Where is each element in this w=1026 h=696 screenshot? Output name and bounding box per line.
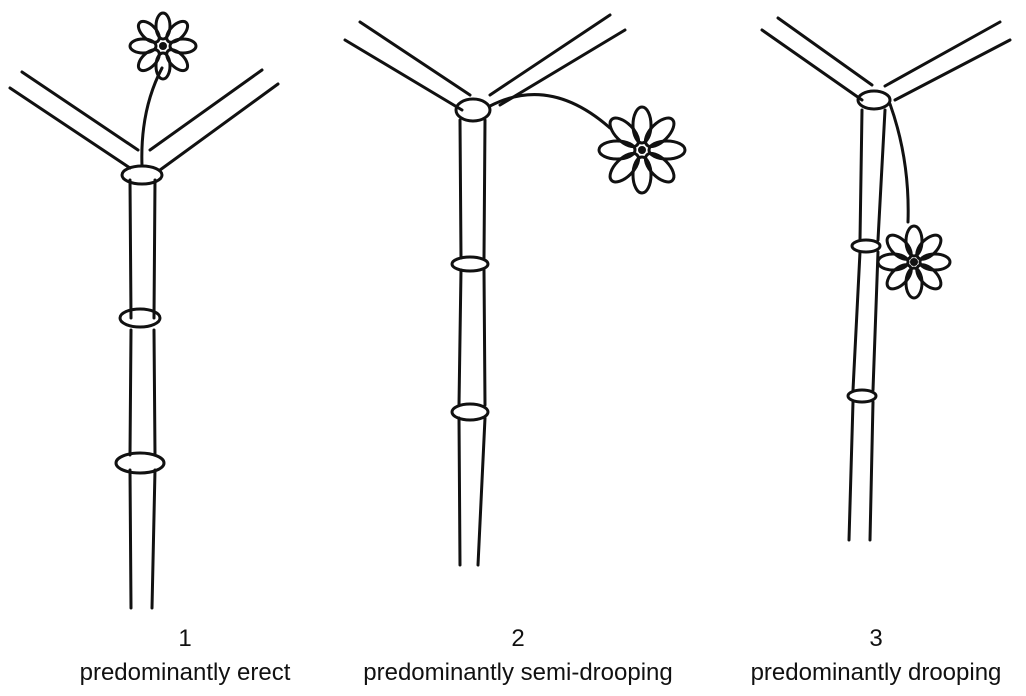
stem-drawing-2-semi-drooping — [345, 15, 685, 565]
option-label: predominantly erect — [15, 656, 355, 690]
caption-option-1: 1 predominantly erect — [15, 622, 355, 690]
flower-3 — [878, 226, 950, 298]
caption-option-2: 2 predominantly semi-drooping — [348, 622, 688, 690]
option-number: 2 — [348, 622, 688, 656]
option-number: 3 — [706, 622, 1026, 656]
option-number: 1 — [15, 622, 355, 656]
option-label: predominantly semi-drooping — [348, 656, 688, 690]
stem-drawing-3-drooping — [762, 18, 1010, 540]
flower-2 — [599, 107, 685, 193]
option-label: predominantly drooping — [706, 656, 1026, 690]
caption-option-3: 3 predominantly drooping — [706, 622, 1026, 690]
stem-drawing-1-erect — [10, 13, 278, 608]
